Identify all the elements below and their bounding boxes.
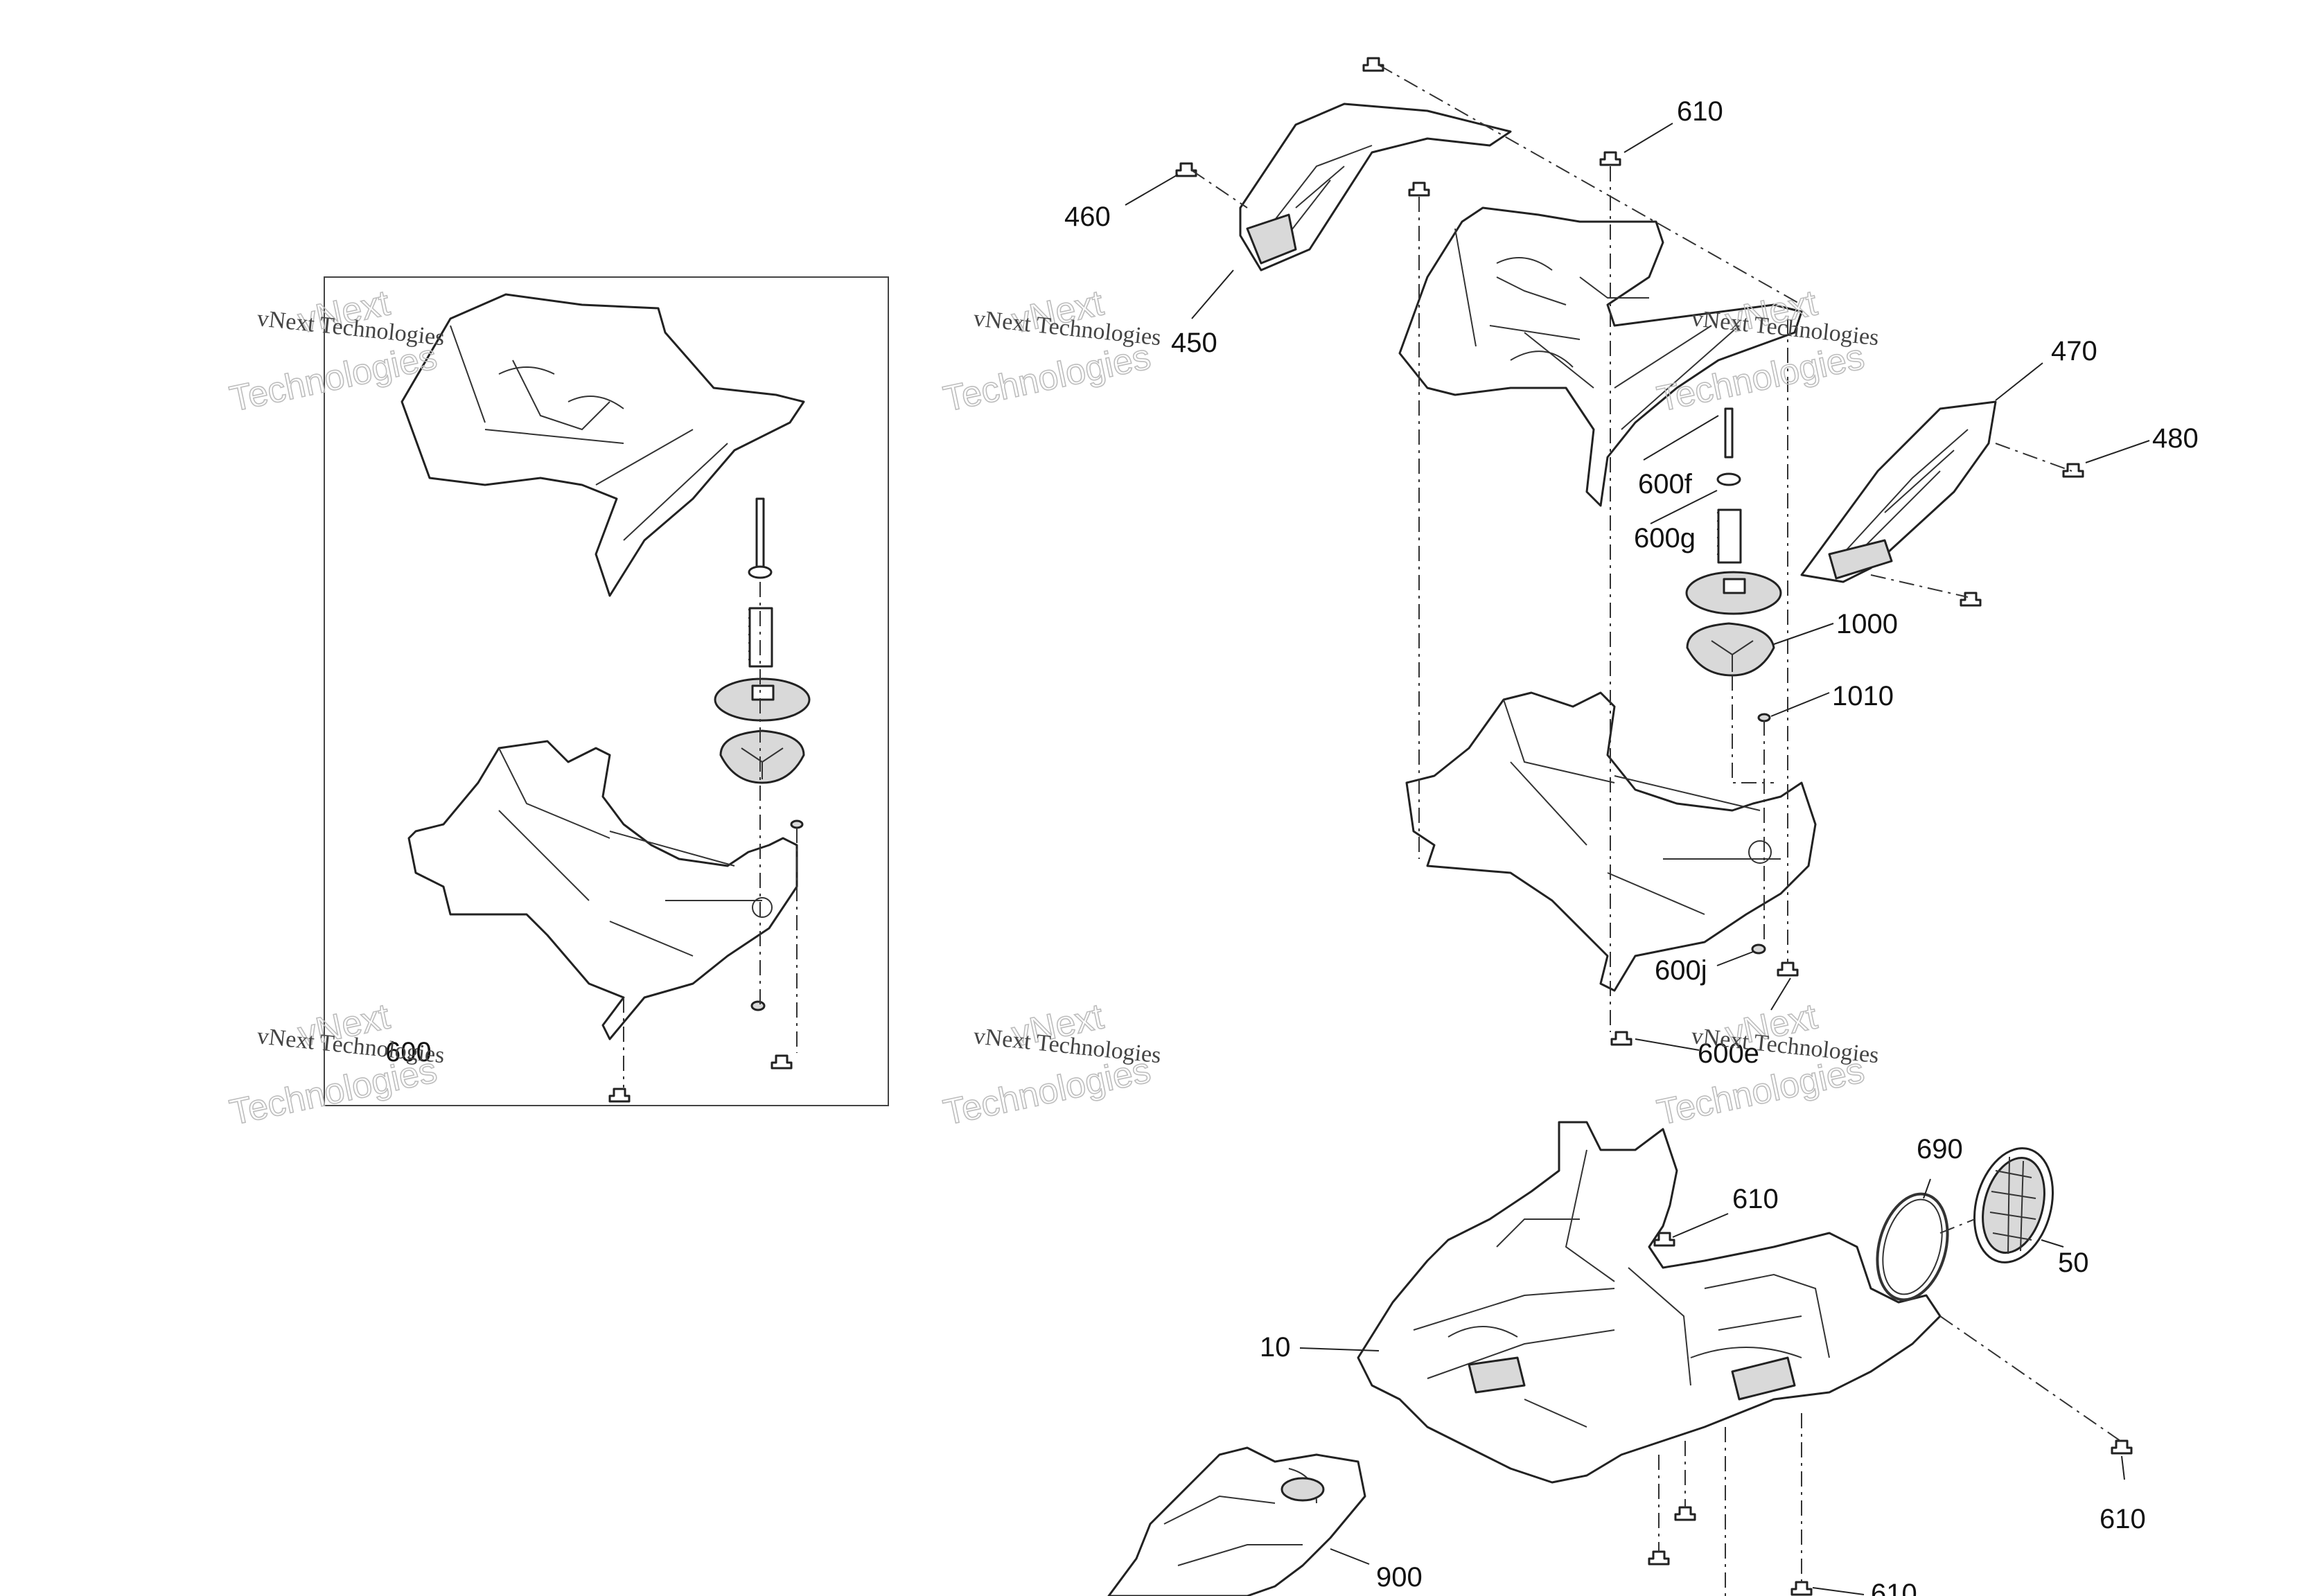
- callout-610-mid: 610: [1732, 1184, 1779, 1214]
- watermark-top-mid: Technologies vNext: [940, 283, 1155, 420]
- inset-lower-frame: [407, 740, 798, 1040]
- bottom-dash-lines: [1658, 1218, 2121, 1596]
- callout-1010: 1010: [1832, 681, 1894, 711]
- left-side-cover: [1239, 103, 1512, 272]
- right-side-cover: [1800, 400, 1997, 583]
- top-dash-lines: [1191, 64, 2072, 1032]
- inset-fasteners: [608, 1000, 793, 1103]
- callout-610-top: 610: [1677, 96, 1723, 127]
- ring-690: [1876, 1192, 1949, 1302]
- bottom-fasteners: [1648, 1232, 2133, 1596]
- callout-480: 480: [2152, 423, 2199, 454]
- inset-frame: [324, 276, 889, 1106]
- spring-stack: [1685, 407, 1782, 722]
- callout-600j: 600j: [1655, 955, 1707, 986]
- callout-1000: 1000: [1836, 609, 1898, 639]
- grille-50: [1973, 1147, 2054, 1264]
- callout-600g: 600g: [1634, 523, 1696, 553]
- watermark-technologies-2: Technologies: [940, 337, 1154, 420]
- callout-610-right: 610: [2100, 1504, 2146, 1534]
- callout-900: 900: [1376, 1562, 1423, 1593]
- callout-10: 10: [1260, 1332, 1291, 1363]
- bottom-leaders: [1299, 1178, 2125, 1595]
- inset-spring-stack: [714, 497, 811, 829]
- callout-470: 470: [2051, 336, 2097, 366]
- inset-upper-housing: [401, 293, 805, 597]
- main-body-10: [1357, 1121, 1942, 1484]
- callout-600e: 600e: [1698, 1038, 1759, 1069]
- top-fasteners: [1175, 57, 2084, 1046]
- top-leaders: [1125, 123, 2150, 1051]
- callout-610-bottom: 610: [1871, 1579, 1917, 1596]
- callout-690: 690: [1917, 1134, 1963, 1164]
- upper-housing: [1398, 206, 1803, 507]
- callout-600f: 600f: [1638, 469, 1693, 499]
- callout-50: 50: [2058, 1248, 2089, 1278]
- callout-460: 460: [1064, 202, 1111, 232]
- inset-dash-lines: [623, 582, 798, 1088]
- part-900: [1107, 1446, 1366, 1596]
- callout-450: 450: [1171, 328, 1217, 358]
- inset-assembly-label: 600: [385, 1037, 432, 1067]
- watermark-bottom-mid: Technologies vNext: [940, 996, 1155, 1134]
